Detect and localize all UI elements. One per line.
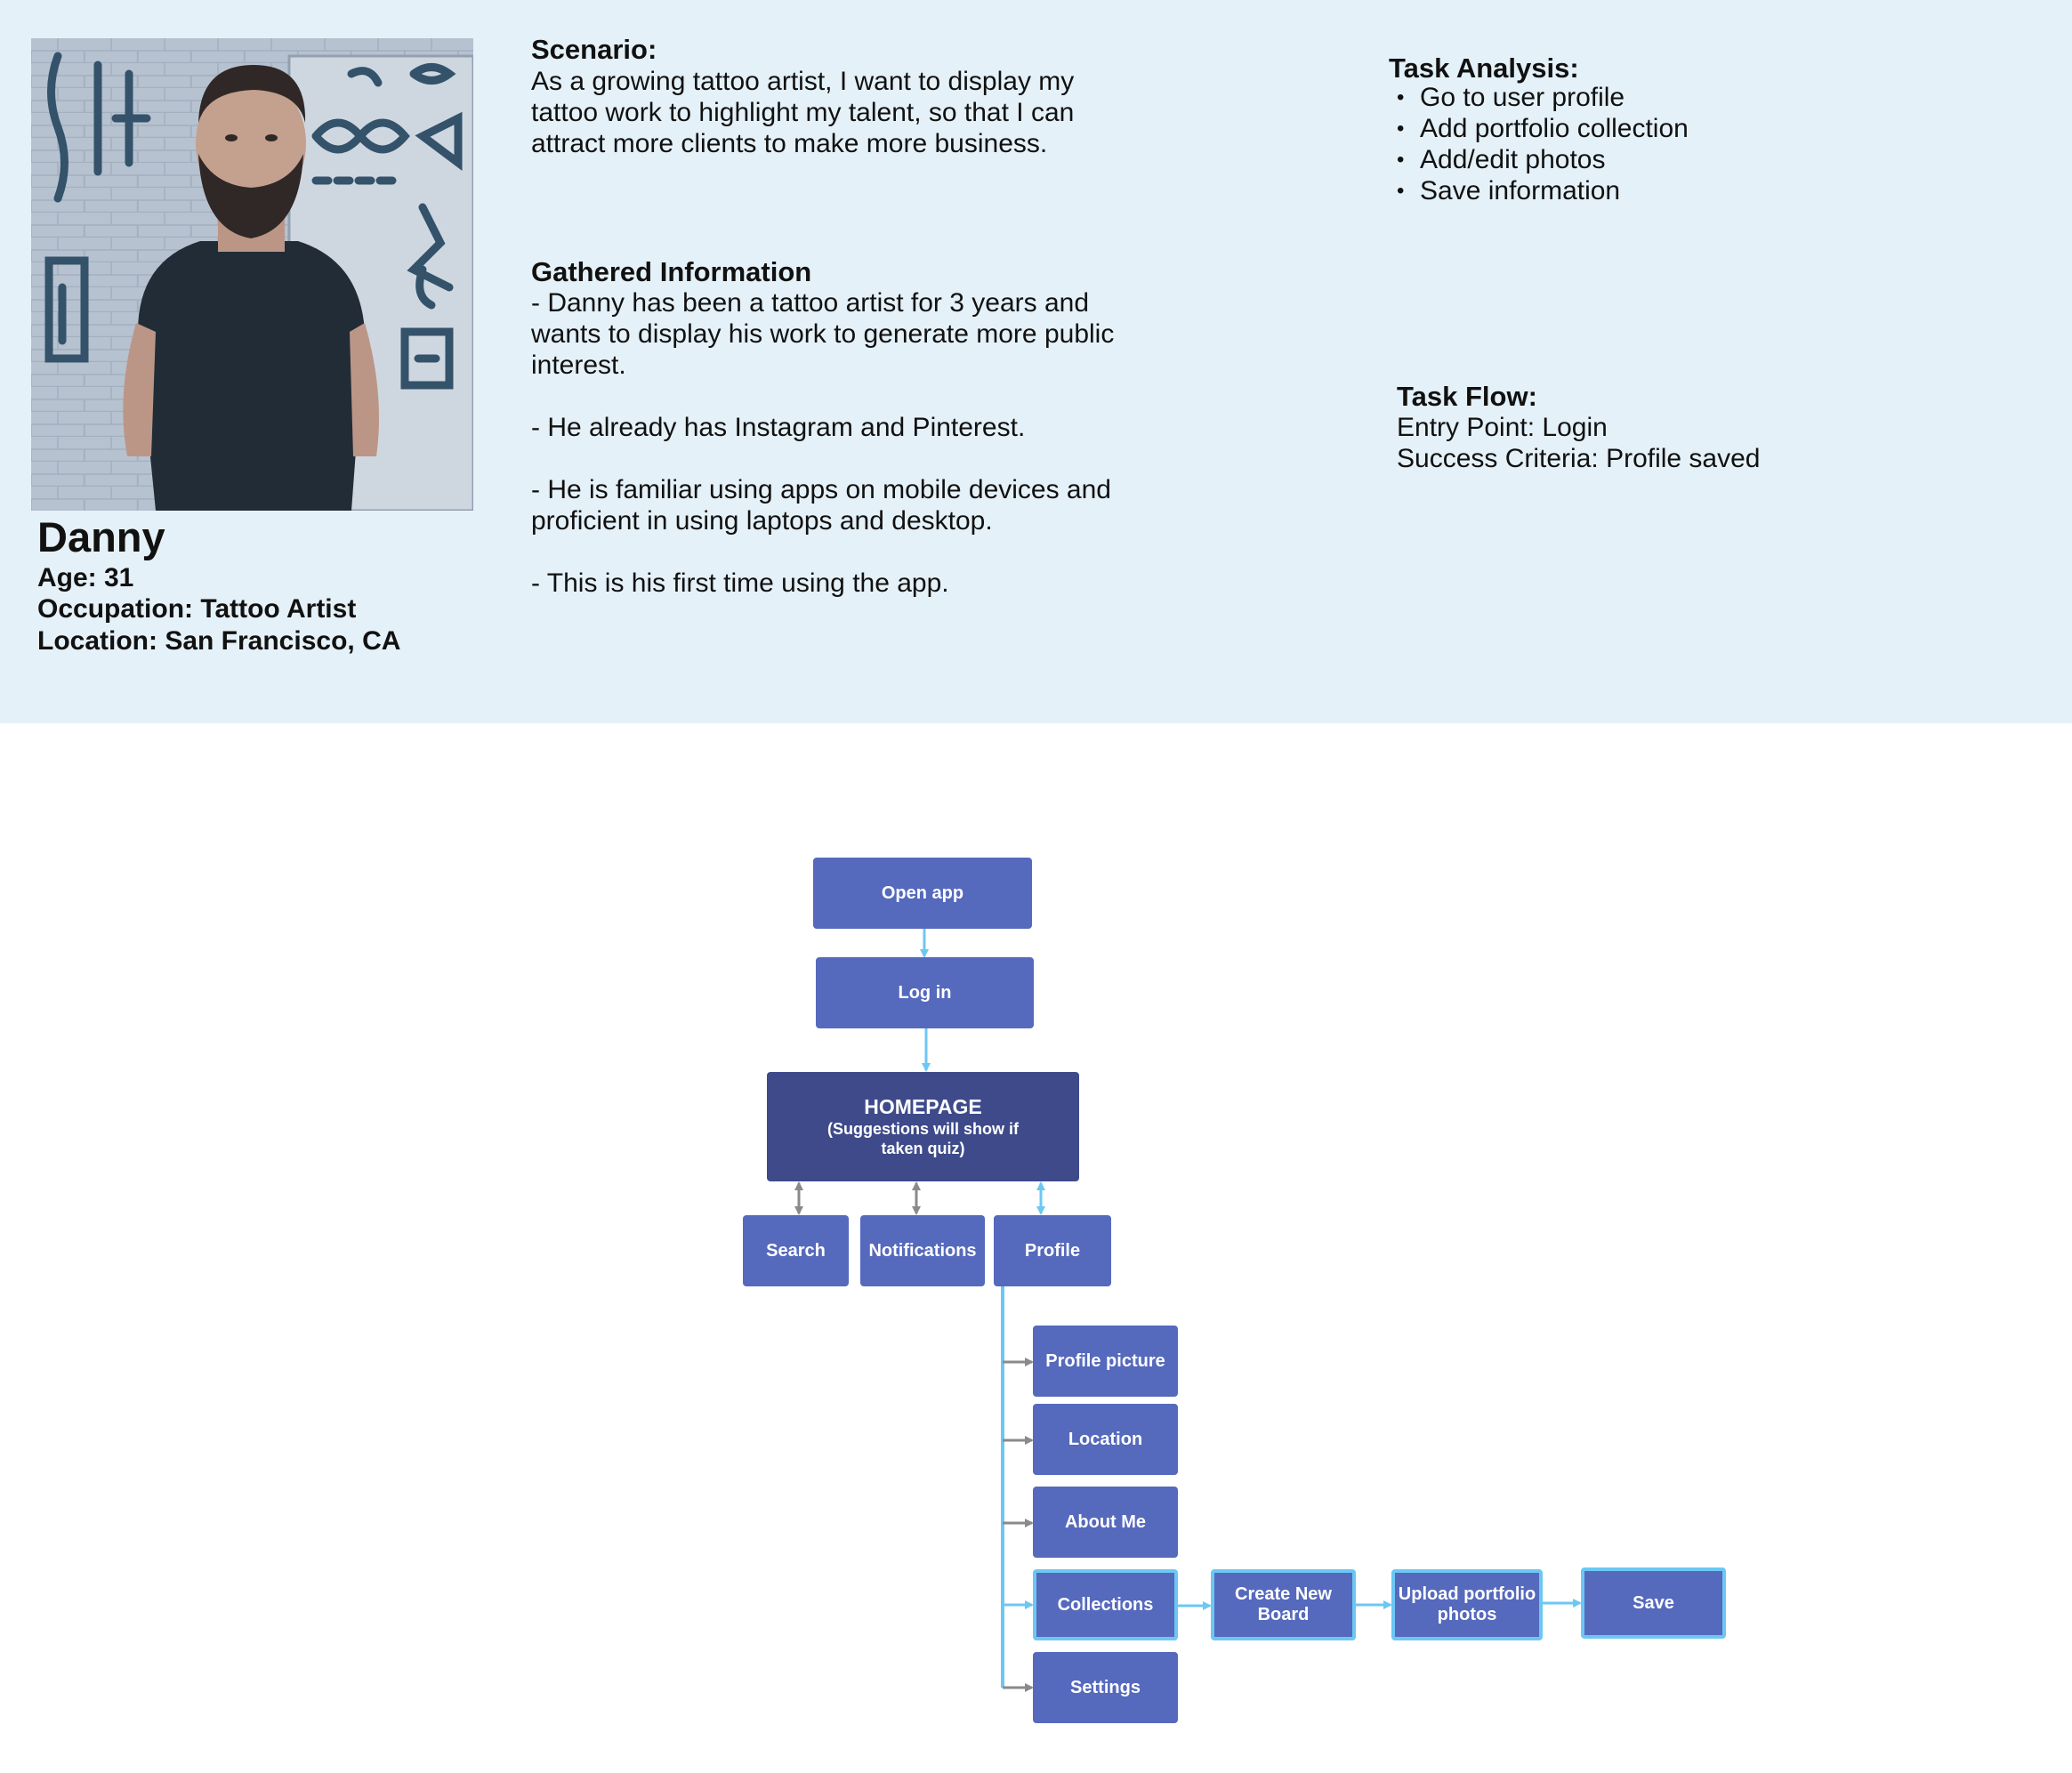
node-create-new-board: Create New Board — [1211, 1569, 1356, 1640]
persona-occupation: Occupation: Tattoo Artist — [37, 594, 357, 624]
node-subtitle: taken quiz) — [881, 1140, 965, 1157]
task-flow-success: Success Criteria: Profile saved — [1397, 444, 1761, 473]
node-homepage: HOMEPAGE (Suggestions will show if taken… — [767, 1072, 1079, 1181]
persona-age: Age: 31 — [37, 563, 134, 592]
node-profile: Profile — [994, 1215, 1111, 1286]
gathered-line: proficient in using laptops and desktop. — [531, 506, 993, 536]
gathered-line: interest. — [531, 351, 626, 380]
scenario-text: As a growing tattoo artist, I want to di… — [531, 66, 1074, 159]
node-notifications: Notifications — [860, 1215, 985, 1286]
node-label: Profile picture — [1045, 1350, 1165, 1371]
node-label: Create New — [1235, 1584, 1332, 1604]
node-about-me: About Me — [1033, 1487, 1178, 1558]
node-save: Save — [1581, 1567, 1726, 1639]
node-label: Notifications — [868, 1240, 977, 1261]
node-search: Search — [743, 1215, 849, 1286]
node-open-app: Open app — [813, 858, 1032, 929]
gathered-p3: - He is familiar using apps on mobile de… — [531, 474, 1111, 536]
gathered-heading: Gathered Information — [531, 256, 812, 287]
node-label: Search — [766, 1240, 826, 1261]
node-label: photos — [1437, 1605, 1497, 1624]
scenario-line: tattoo work to highlight my talent, so t… — [531, 98, 1075, 127]
node-label: Collections — [1057, 1594, 1154, 1615]
task-analysis-list: Go to user profile Add portfolio collect… — [1397, 82, 1689, 206]
node-location: Location — [1033, 1404, 1178, 1475]
gathered-p2: - He already has Instagram and Pinterest… — [531, 413, 1026, 442]
scenario-heading: Scenario: — [531, 34, 657, 65]
task-analysis-heading: Task Analysis: — [1389, 52, 1579, 84]
gathered-line: wants to display his work to generate mo… — [531, 319, 1115, 349]
node-log-in: Log in — [816, 957, 1034, 1028]
gathered-p4: - This is his first time using the app. — [531, 568, 949, 598]
scenario-line: As a growing tattoo artist, I want to di… — [531, 67, 1075, 96]
node-collections: Collections — [1033, 1569, 1178, 1640]
node-label: About Me — [1064, 1511, 1147, 1532]
gathered-line: - He is familiar using apps on mobile de… — [531, 475, 1111, 504]
node-label: Log in — [898, 982, 952, 1003]
scenario-line: attract more clients to make more busine… — [531, 129, 1048, 158]
node-label: Location — [1068, 1429, 1143, 1449]
task-analysis-item: Add portfolio collection — [1397, 113, 1689, 144]
node-settings: Settings — [1033, 1652, 1178, 1723]
task-analysis-item: Save information — [1397, 175, 1689, 206]
node-profile-picture: Profile picture — [1033, 1326, 1178, 1397]
node-label: Board — [1257, 1605, 1310, 1624]
persona-name: Danny — [37, 513, 165, 560]
task-flow-entry: Entry Point: Login — [1397, 413, 1608, 442]
node-subtitle: (Suggestions will show if — [826, 1120, 1019, 1138]
node-label: Save — [1633, 1592, 1674, 1613]
node-upload-portfolio-photos: Upload portfolio photos — [1391, 1569, 1543, 1640]
task-flow-heading: Task Flow: — [1397, 381, 1537, 412]
gathered-p1: - Danny has been a tattoo artist for 3 y… — [531, 287, 1114, 381]
persona-location: Location: San Francisco, CA — [37, 626, 401, 656]
task-analysis-item: Add/edit photos — [1397, 144, 1689, 175]
node-label: Open app — [881, 882, 964, 903]
node-label: Settings — [1070, 1677, 1141, 1697]
persona-photo — [31, 38, 473, 511]
node-label: Profile — [1024, 1240, 1081, 1261]
node-title: HOMEPAGE — [864, 1095, 982, 1118]
persona-panel: Danny Age: 31 Occupation: Tattoo Artist … — [0, 0, 2072, 723]
gathered-line: - Danny has been a tattoo artist for 3 y… — [531, 288, 1090, 318]
task-analysis-item: Go to user profile — [1397, 82, 1689, 113]
node-label: Upload portfolio — [1398, 1584, 1536, 1604]
